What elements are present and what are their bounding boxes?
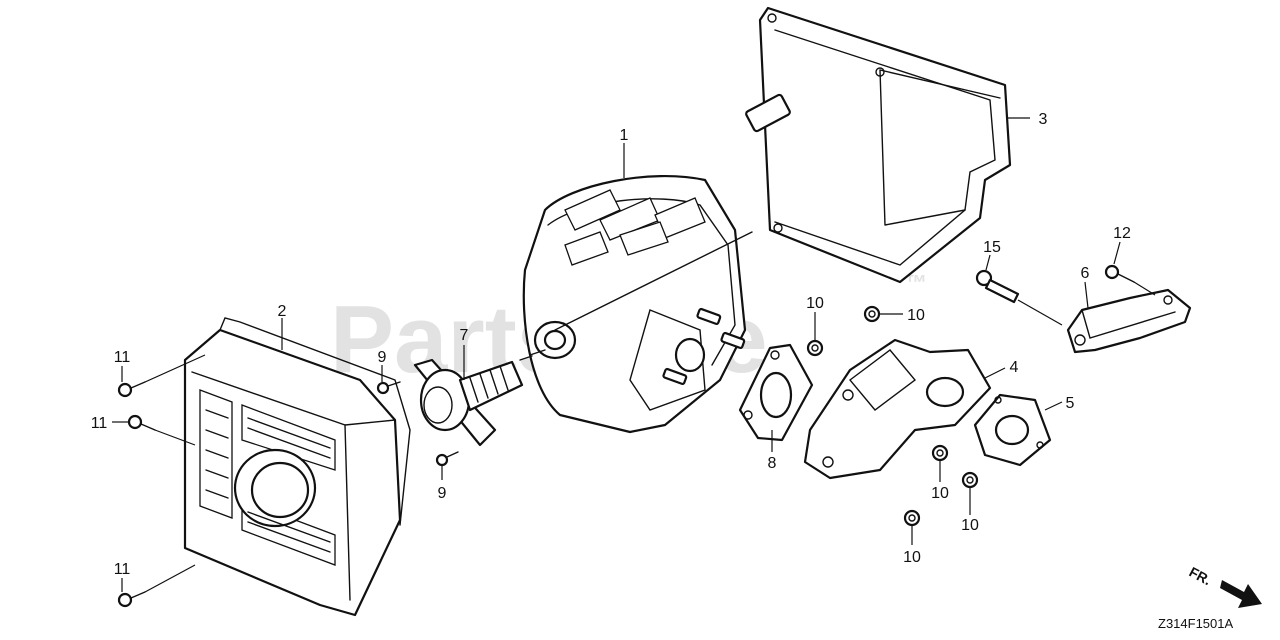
callout-10-b: 10 — [907, 307, 925, 324]
callout-10-e: 10 — [903, 549, 921, 566]
callout-10-a: 10 — [806, 295, 824, 312]
nut-10-b[interactable] — [806, 339, 824, 357]
nut-10-e[interactable] — [903, 509, 921, 527]
callout-8: 8 — [768, 455, 777, 472]
callout-2: 2 — [278, 303, 287, 320]
callout-9-bottom: 9 — [438, 485, 447, 502]
leader-lines — [112, 117, 1156, 593]
nut-10-c[interactable] — [931, 444, 949, 462]
front-direction-arrow-icon — [1220, 580, 1262, 608]
part-8-gasket[interactable] — [738, 343, 814, 442]
watermark-trademark: ™ — [905, 270, 927, 295]
callout-11-bottom: 11 — [114, 561, 131, 578]
callout-10-c: 10 — [931, 485, 949, 502]
nut-10-d[interactable] — [961, 471, 979, 489]
callout-12: 12 — [1113, 225, 1131, 242]
part-1-muffler[interactable] — [522, 174, 753, 434]
fasteners — [117, 264, 1135, 608]
part-5-gasket[interactable] — [973, 393, 1052, 467]
callout-15: 15 — [983, 239, 1001, 256]
bolt-11-top[interactable] — [117, 381, 146, 398]
bolt-12[interactable] — [1104, 264, 1135, 283]
part-4-exhaust-joint[interactable] — [803, 338, 992, 480]
front-direction-indicator: FR. — [1187, 564, 1262, 608]
callouts: 1 2 3 4 5 6 7 8 9 9 10 10 10 10 10 11 11… — [91, 111, 1131, 578]
callout-3: 3 — [1039, 111, 1048, 128]
callout-11-mid: 11 — [91, 415, 108, 432]
part-7-spark-arrester[interactable] — [413, 355, 533, 447]
bolt-11-mid[interactable] — [127, 414, 156, 431]
bolt-15[interactable] — [975, 269, 1020, 304]
bolt-9-top[interactable] — [376, 381, 401, 395]
callout-10-d: 10 — [961, 517, 979, 534]
callout-5: 5 — [1066, 395, 1075, 412]
diagram-code: Z314F1501A — [1158, 616, 1233, 631]
callout-7: 7 — [460, 327, 469, 344]
nut-10-a[interactable] — [863, 305, 881, 323]
callout-6: 6 — [1081, 265, 1090, 282]
callout-9-top: 9 — [378, 349, 387, 366]
callout-11-top: 11 — [114, 349, 131, 366]
front-direction-label: FR. — [1187, 564, 1214, 589]
bolt-11-bottom[interactable] — [117, 591, 146, 608]
bolt-9-bottom[interactable] — [435, 451, 459, 467]
part-2-protector[interactable] — [183, 317, 411, 617]
callout-4: 4 — [1010, 359, 1019, 376]
callout-1: 1 — [620, 127, 629, 144]
part-6-bracket[interactable] — [1066, 288, 1192, 354]
part-3-shield[interactable] — [745, 6, 1012, 284]
